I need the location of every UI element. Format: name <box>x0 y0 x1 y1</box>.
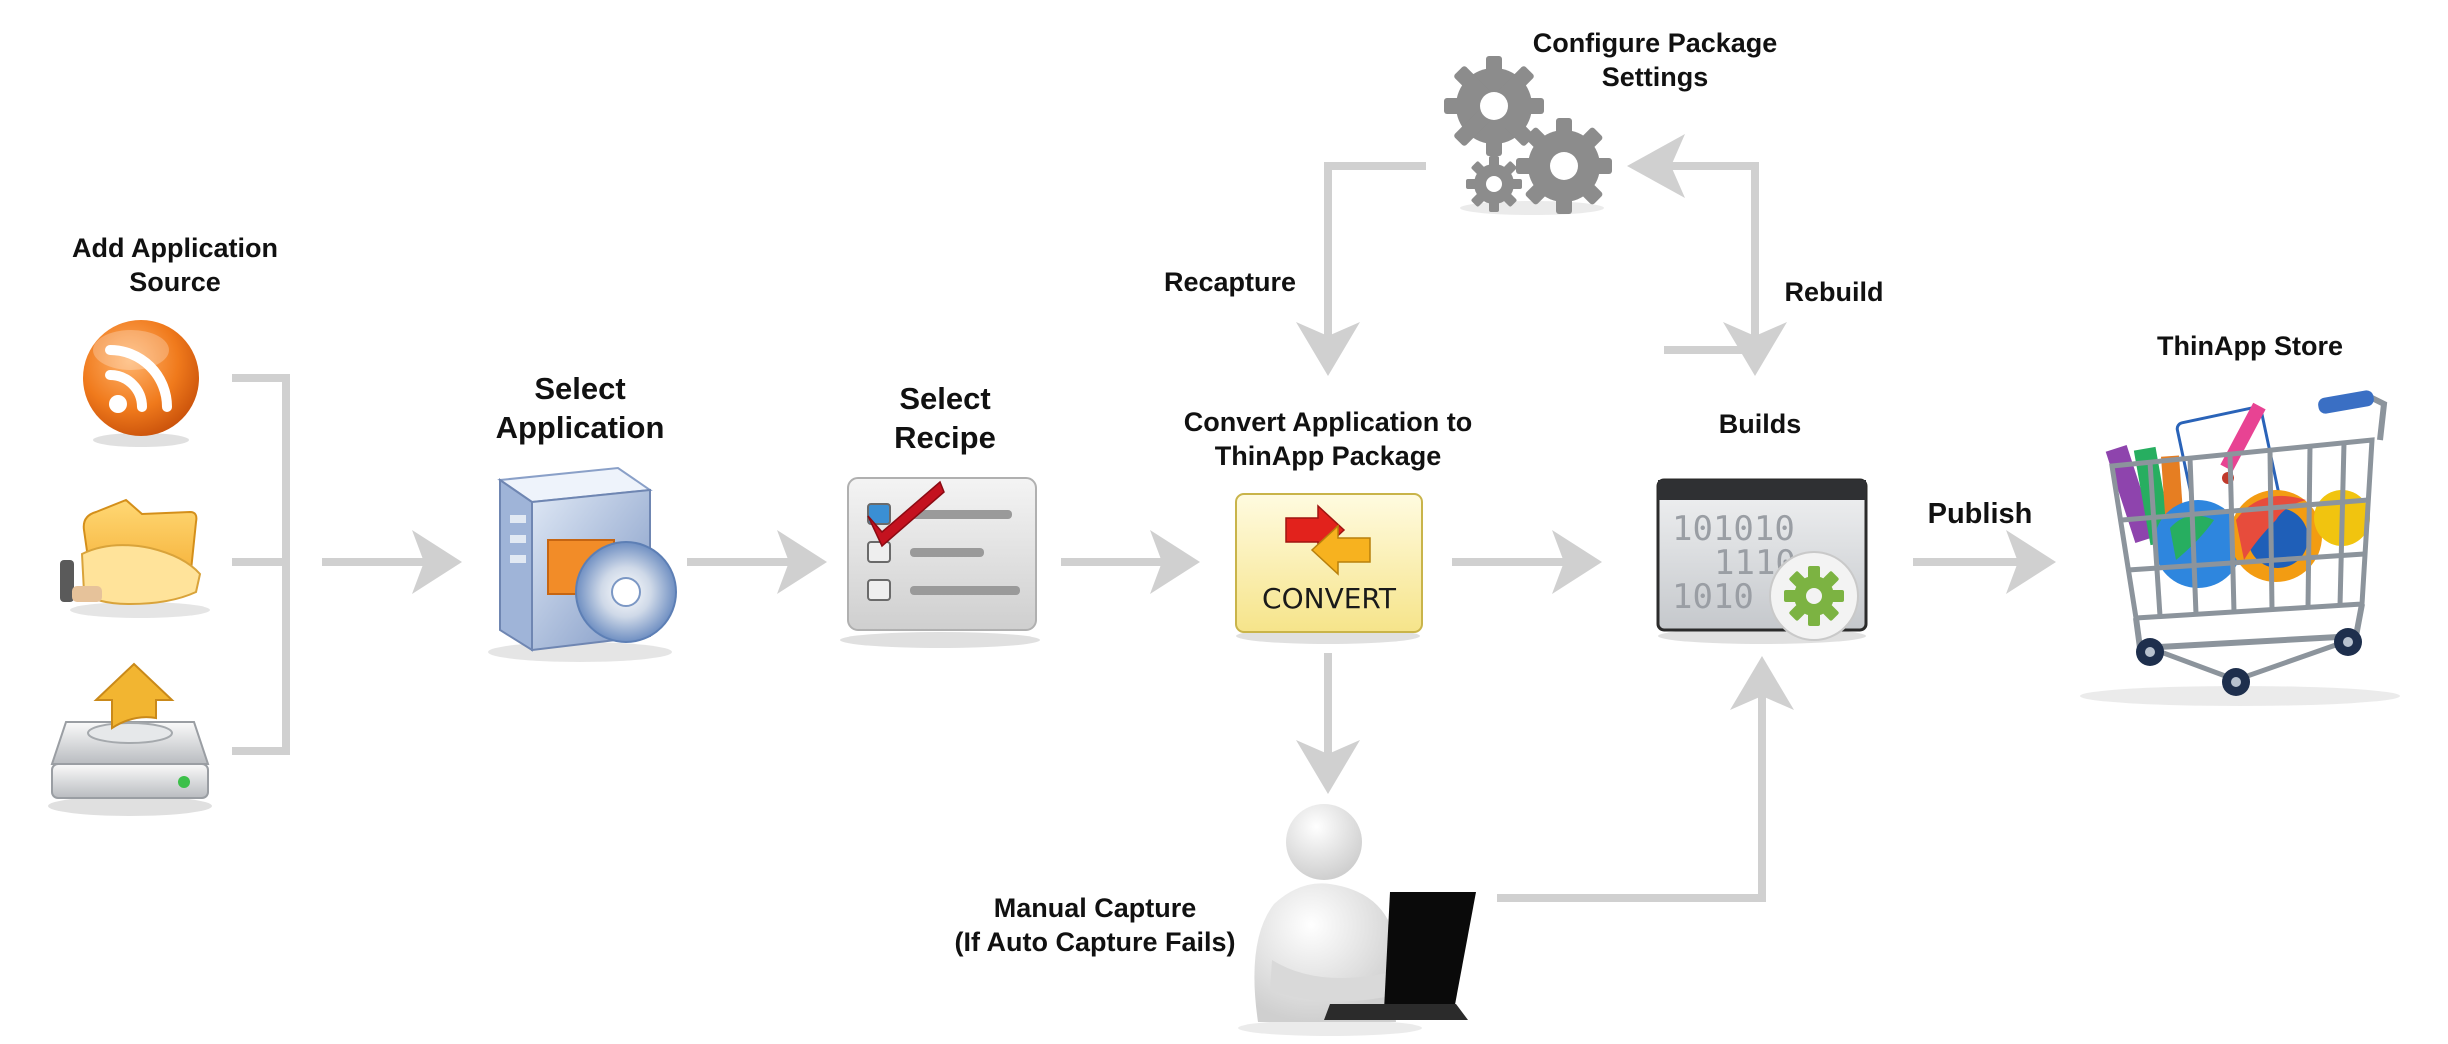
manual-to-builds-line <box>1497 688 1766 902</box>
configure-label: Configure Package Settings <box>1510 27 1800 95</box>
arrowhead-recapture <box>1296 322 1360 376</box>
configure-line1: Configure Package <box>1532 28 1778 58</box>
convert-line1: Convert Application to <box>1183 407 1473 437</box>
add-source-line1: Add Application <box>72 233 278 263</box>
shopping-cart-icon <box>2080 390 2400 706</box>
arrowhead-rebuild-down <box>1723 322 1787 376</box>
publish-label: Publish <box>1927 498 2033 530</box>
select-recipe-label: Select Recipe <box>845 380 1045 458</box>
application-box-icon <box>488 466 677 662</box>
folder-icon <box>60 498 210 618</box>
binary-line-1: 101010 <box>1672 509 1795 549</box>
arrowheads <box>412 134 2056 794</box>
gears-icon <box>1444 56 1612 215</box>
select-application-line1: Select <box>534 371 626 406</box>
recapture-label: Recapture <box>1163 267 1297 297</box>
connectors <box>232 162 2034 902</box>
arrowhead-select-application <box>412 530 462 594</box>
rebuild-line <box>1655 162 1759 354</box>
arrowhead-manual-to-builds <box>1730 656 1794 710</box>
convert-label: Convert Application to ThinApp Package <box>1168 406 1488 474</box>
manual-capture-line2: (If Auto Capture Fails) <box>954 926 1236 957</box>
select-recipe-line2: Recipe <box>894 419 996 455</box>
arrowhead-convert <box>1150 530 1200 594</box>
configure-line2: Settings <box>1601 61 1709 92</box>
select-application-line2: Application <box>495 409 665 445</box>
arrowhead-manual-capture <box>1296 740 1360 794</box>
rebuild-label: Rebuild <box>1784 277 1884 307</box>
binary-line-3: 1010 <box>1672 577 1754 617</box>
manual-capture-line1: Manual Capture <box>993 893 1197 923</box>
recapture-line <box>1324 162 1426 350</box>
checklist-icon <box>840 477 1040 648</box>
manual-capture-label: Manual Capture (If Auto Capture Fails) <box>940 892 1250 960</box>
builds-gear-icon <box>1784 566 1844 626</box>
rss-icon <box>83 320 199 447</box>
builds-label: Builds <box>1718 409 1802 439</box>
add-source-label: Add Application Source <box>40 232 310 300</box>
builds-window-icon: 101010 1110 1010 <box>1656 478 1868 644</box>
store-label: ThinApp Store <box>2157 331 2343 361</box>
person-laptop-icon <box>1238 804 1476 1036</box>
select-application-label: Select Application <box>460 370 700 448</box>
arrowhead-publish <box>2006 530 2056 594</box>
drive-upload-icon <box>48 662 212 816</box>
add-source-line2: Source <box>129 266 221 297</box>
convert-icon: CONVERT <box>1235 493 1423 644</box>
arrowhead-builds <box>1552 530 1602 594</box>
arrowhead-rebuild-gears <box>1627 134 1685 198</box>
convert-button-text: CONVERT <box>1262 582 1397 615</box>
convert-line2: ThinApp Package <box>1214 440 1442 471</box>
select-recipe-line1: Select <box>899 381 991 416</box>
arrowhead-select-recipe <box>777 530 827 594</box>
